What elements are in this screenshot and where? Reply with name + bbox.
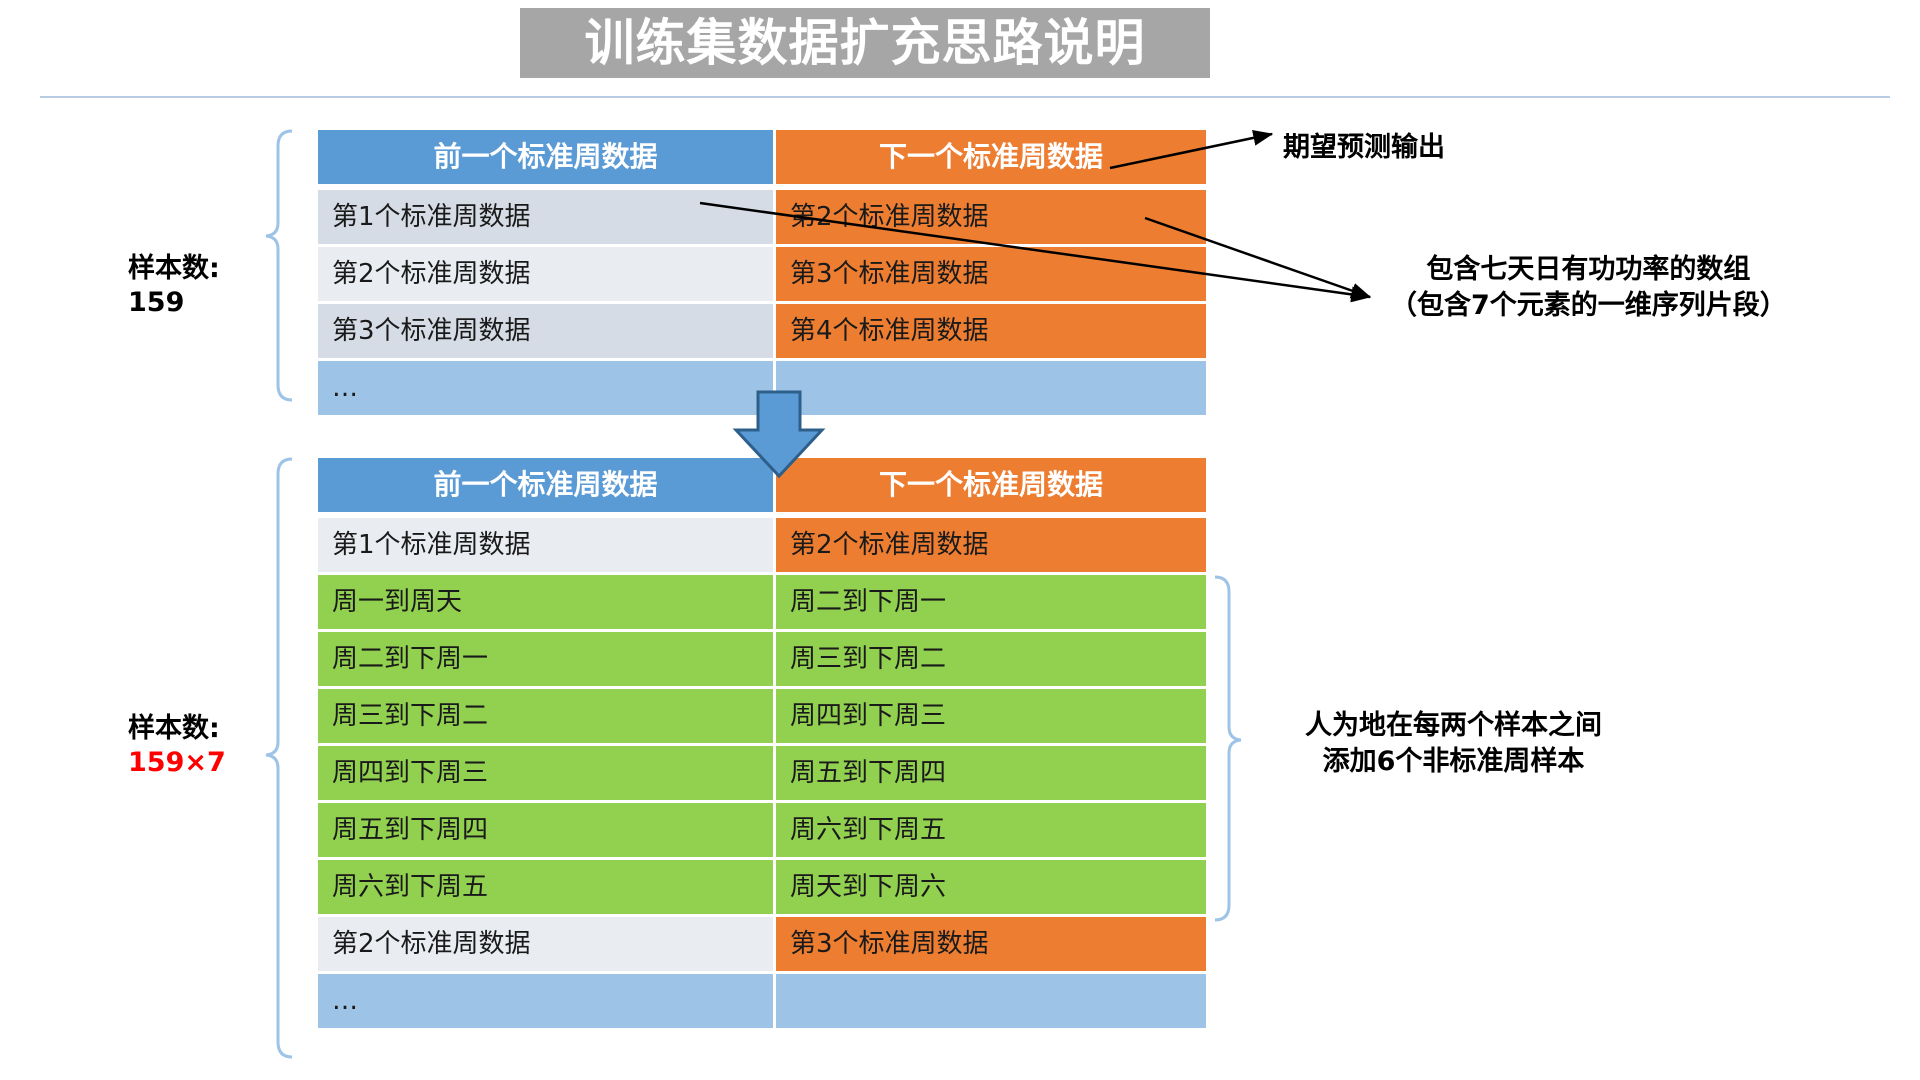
table2-row1-left: 第1个标准周数据 (318, 518, 773, 572)
annotation-expected-output: 期望预测输出 (1283, 132, 1445, 163)
title-divider (40, 96, 1890, 98)
table1-body: 第1个标准周数据第2个标准周数据第2个标准周数据第3个标准周数据第3个标准周数据… (318, 190, 1206, 415)
table2-row2-left: 周一到周天 (318, 575, 773, 629)
table1-sample-label-group: 样本数: 159 (128, 252, 220, 320)
table2-row1-right: 第2个标准周数据 (776, 518, 1206, 572)
table1-sample-label: 样本数: (128, 253, 220, 284)
table1-row2-left: 第2个标准周数据 (318, 247, 773, 301)
table2-row2-right: 周二到下周一 (776, 575, 1206, 629)
annotation-augment-line1: 人为地在每两个样本之间 (1305, 710, 1602, 741)
table-row: 周三到下周二周四到下周三 (318, 689, 1206, 743)
table1-row4-right (776, 361, 1206, 415)
table2-row9-left: … (318, 974, 773, 1028)
table1-row4-left: … (318, 361, 773, 415)
table2-row6-left: 周五到下周四 (318, 803, 773, 857)
annotation-augmentation: 人为地在每两个样本之间 添加6个非标准周样本 (1305, 708, 1602, 779)
table1-row1-left: 第1个标准周数据 (318, 190, 773, 244)
table2-row5-right: 周五到下周四 (776, 746, 1206, 800)
table1-header-row: 前一个标准周数据 下一个标准周数据 (318, 130, 1206, 184)
table-row: 第1个标准周数据第2个标准周数据 (318, 190, 1206, 244)
table2-row4-left: 周三到下周二 (318, 689, 773, 743)
table1-header-left: 前一个标准周数据 (318, 130, 773, 184)
title-band: 训练集数据扩充思路说明 (520, 8, 1210, 78)
annotation-array-line2: （包含7个元素的一维序列片段） (1390, 289, 1787, 321)
table-row: … (318, 361, 1206, 415)
table-standard-weeks: 前一个标准周数据 下一个标准周数据 第1个标准周数据第2个标准周数据第2个标准周… (318, 130, 1206, 415)
brace-green-block (1214, 575, 1242, 922)
table-row: 第2个标准周数据第3个标准周数据 (318, 917, 1206, 971)
table1-row2-right: 第3个标准周数据 (776, 247, 1206, 301)
table1-row1-right: 第2个标准周数据 (776, 190, 1206, 244)
table2-header-right: 下一个标准周数据 (776, 458, 1206, 512)
table1-row3-left: 第3个标准周数据 (318, 304, 773, 358)
annotation-array-line1: 包含七天日有功功率的数组 (1426, 254, 1751, 285)
table-row: 周四到下周三周五到下周四 (318, 746, 1206, 800)
table1-header-right: 下一个标准周数据 (776, 130, 1206, 184)
table-row: 周五到下周四周六到下周五 (318, 803, 1206, 857)
table-row: 第3个标准周数据第4个标准周数据 (318, 304, 1206, 358)
table-augmented-weeks: 前一个标准周数据 下一个标准周数据 第1个标准周数据第2个标准周数据周一到周天周… (318, 458, 1206, 1028)
brace-table1 (265, 129, 293, 402)
table-row: 周一到周天周二到下周一 (318, 575, 1206, 629)
table-row: 周二到下周一周三到下周二 (318, 632, 1206, 686)
brace-table2 (265, 457, 293, 1059)
table-row: 第1个标准周数据第2个标准周数据 (318, 518, 1206, 572)
table2-row7-right: 周天到下周六 (776, 860, 1206, 914)
table2-row7-left: 周六到下周五 (318, 860, 773, 914)
table2-row8-left: 第2个标准周数据 (318, 917, 773, 971)
table2-row9-right (776, 974, 1206, 1028)
annotation-augment-line2: 添加6个非标准周样本 (1322, 745, 1585, 777)
table2-header-row: 前一个标准周数据 下一个标准周数据 (318, 458, 1206, 512)
table2-sample-label-group: 样本数: 159×7 (128, 712, 226, 780)
table1-sample-count: 159 (128, 286, 185, 318)
table1-row3-right: 第4个标准周数据 (776, 304, 1206, 358)
table2-body: 第1个标准周数据第2个标准周数据周一到周天周二到下周一周二到下周一周三到下周二周… (318, 518, 1206, 1028)
table-row: 第2个标准周数据第3个标准周数据 (318, 247, 1206, 301)
table-row: 周六到下周五周天到下周六 (318, 860, 1206, 914)
page-title: 训练集数据扩充思路说明 (584, 14, 1146, 72)
table2-sample-count: 159×7 (128, 746, 226, 778)
table2-row5-left: 周四到下周三 (318, 746, 773, 800)
table-row: … (318, 974, 1206, 1028)
table2-row8-right: 第3个标准周数据 (776, 917, 1206, 971)
table2-sample-label: 样本数: (128, 713, 220, 744)
table2-row3-right: 周三到下周二 (776, 632, 1206, 686)
table2-row3-left: 周二到下周一 (318, 632, 773, 686)
annotation-array-description: 包含七天日有功功率的数组 （包含7个元素的一维序列片段） (1390, 252, 1787, 323)
table2-header-left: 前一个标准周数据 (318, 458, 773, 512)
table2-row4-right: 周四到下周三 (776, 689, 1206, 743)
table2-row6-right: 周六到下周五 (776, 803, 1206, 857)
